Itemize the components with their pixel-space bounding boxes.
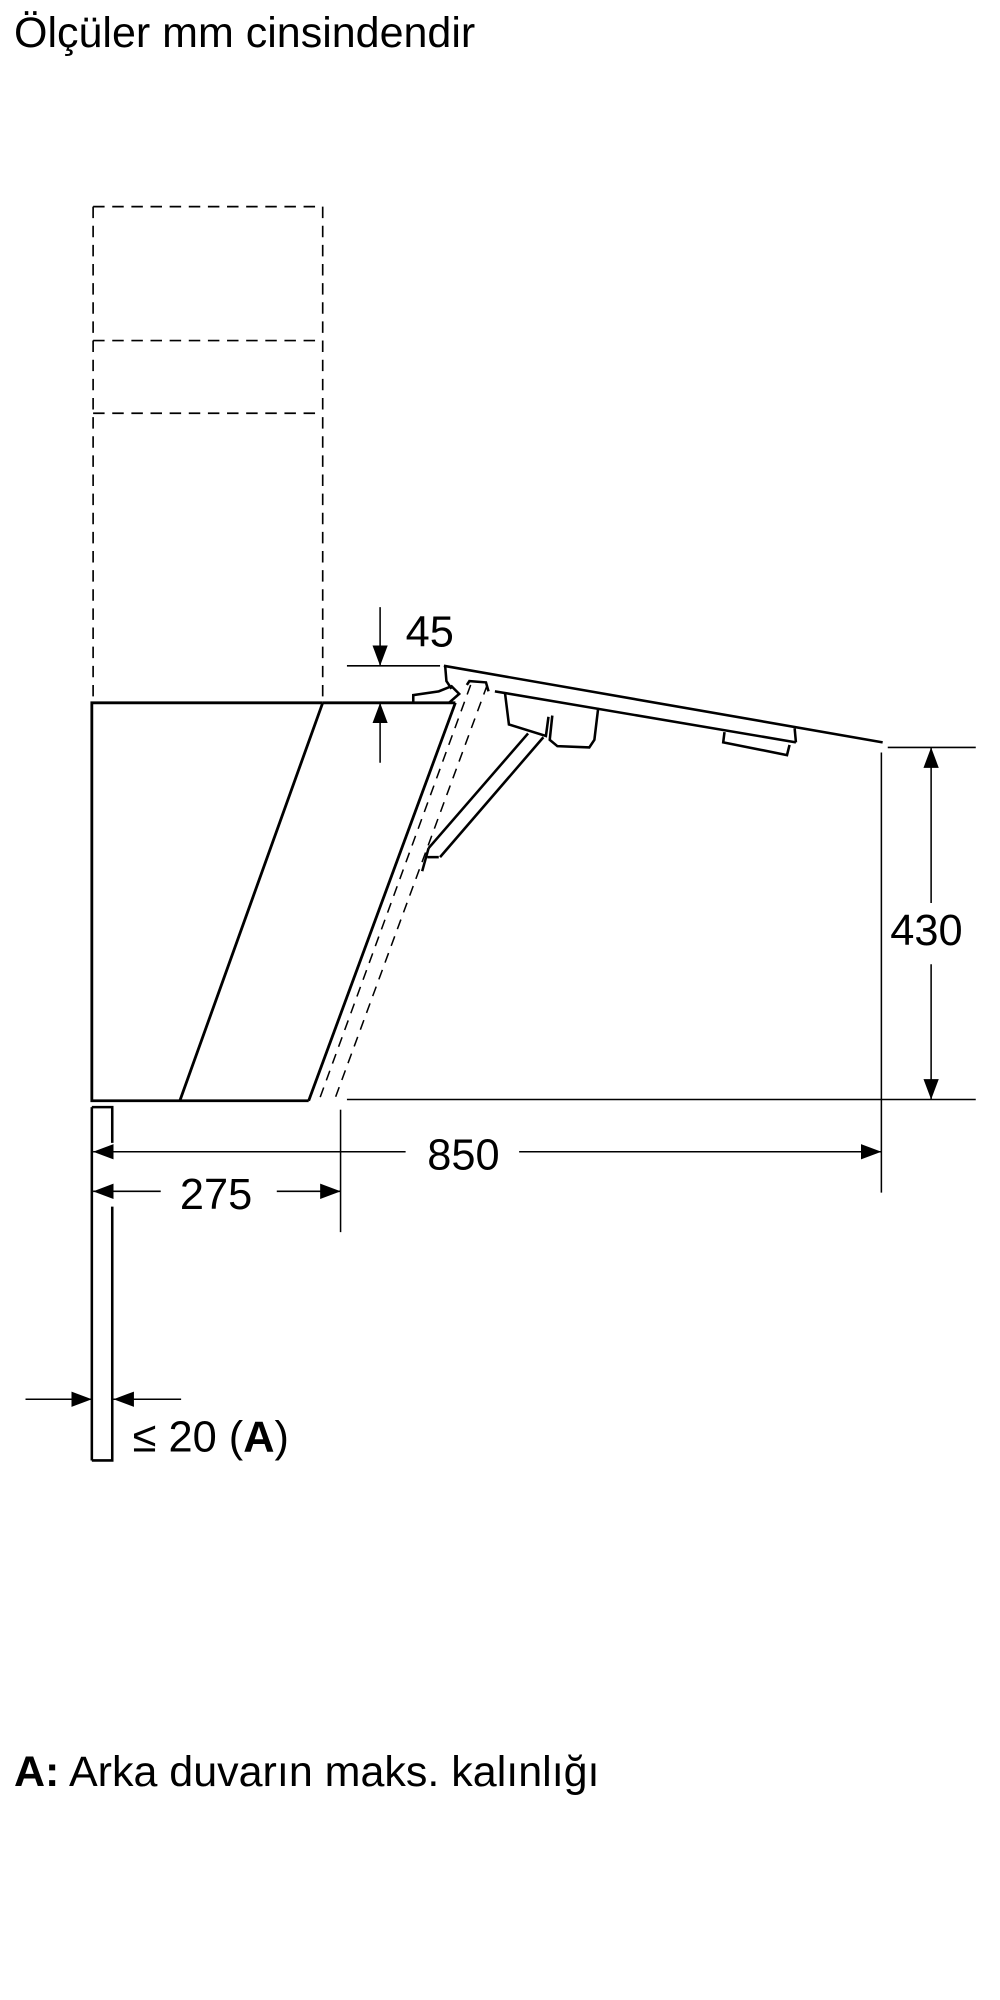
dimension-45 [346, 607, 441, 763]
dimension-label-45: 45 [406, 609, 454, 657]
dimension-label-275: 275 [180, 1171, 252, 1219]
door-swing-dashed [318, 684, 488, 1102]
dimension-label-430: 430 [890, 907, 962, 955]
dimension-label-wall-thickness: ≤ 20 (A) [133, 1414, 289, 1462]
dimension-label-850: 850 [427, 1132, 499, 1180]
cabinet-body [90, 701, 457, 1103]
back-wall [90, 1105, 114, 1462]
dimension-430 [346, 746, 976, 1193]
footnote-key: A: [14, 1748, 60, 1796]
dimension-850 [93, 1109, 882, 1233]
page-title: Ölçüler mm cinsindendir [14, 9, 476, 57]
wall-unit-dashed-outline [92, 205, 324, 703]
flap-lid [411, 664, 883, 872]
footnote: A: Arka duvarın maks. kalınlığı [14, 1745, 600, 1799]
footnote-text: Arka duvarın maks. kalınlığı [59, 1748, 600, 1796]
